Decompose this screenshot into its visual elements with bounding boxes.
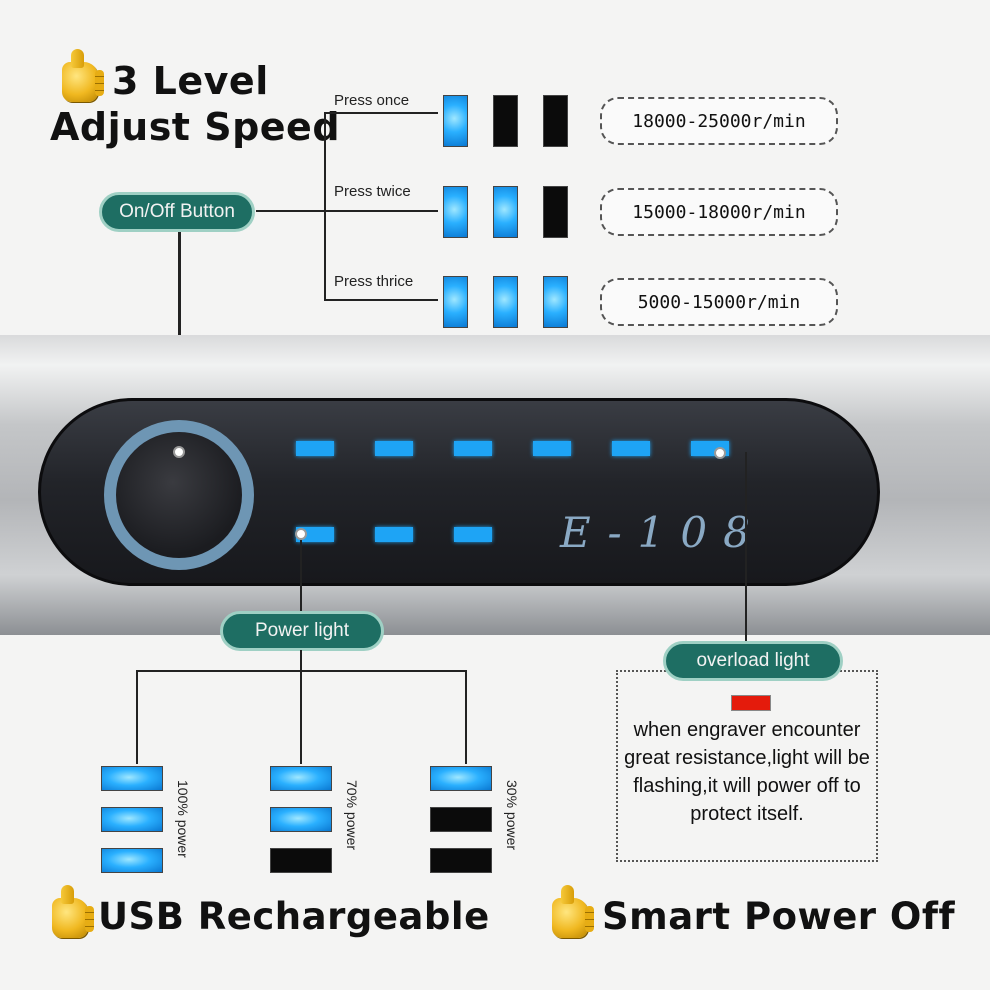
power-indicator-off: [430, 848, 492, 873]
heading-3-level: 3 Level: [112, 59, 269, 103]
power-level-label: 30% power: [504, 780, 520, 851]
power-tree-mid: [300, 670, 302, 764]
onoff-button-label: On/Off Button: [99, 192, 255, 232]
power-tree-left: [136, 670, 138, 764]
speed-indicator-off: [543, 95, 568, 147]
heading-adjust-speed: Adjust Speed: [50, 105, 341, 149]
speed-indicator-on: [493, 186, 518, 238]
panel-led-top: [296, 441, 334, 456]
speed-tree-branch-1: [324, 112, 438, 114]
overload-pointer-dot: [714, 447, 726, 459]
power-indicator-on: [270, 766, 332, 791]
speed-tree-branch-3: [324, 299, 438, 301]
speed-indicator-off: [543, 186, 568, 238]
press-label: Press once: [334, 92, 410, 109]
power-pointer-line: [300, 540, 302, 618]
onoff-connector-line: [256, 210, 326, 212]
power-tree-stem: [300, 650, 302, 672]
speed-indicator-off: [493, 95, 518, 147]
power-light-label: Power light: [220, 611, 384, 651]
onoff-pointer-dot: [173, 446, 185, 458]
speed-indicator-on: [443, 186, 468, 238]
thumbs-up-icon: [52, 885, 94, 938]
press-label: Press thrice: [334, 273, 414, 290]
overload-light-label: overload light: [663, 641, 843, 681]
speed-indicator-on: [493, 276, 518, 328]
press-label: Press twice: [334, 183, 411, 200]
model-name: E-108: [560, 508, 766, 557]
panel-led-top: [375, 441, 413, 456]
power-indicator-off: [270, 848, 332, 873]
overload-led: [731, 695, 771, 711]
speed-value: 18000-25000r/min: [600, 97, 838, 145]
speed-value: 5000-15000r/min: [600, 278, 838, 326]
power-indicator-on: [101, 807, 163, 832]
power-level-label: 70% power: [344, 780, 360, 851]
power-tree-right: [465, 670, 467, 764]
overload-description: when engraver encounter great resistance…: [624, 719, 870, 825]
panel-led-top: [454, 441, 492, 456]
thumbs-up-icon: [552, 885, 594, 938]
panel-led-top: [612, 441, 650, 456]
speed-value: 15000-18000r/min: [600, 188, 838, 236]
power-indicator-on: [101, 848, 163, 873]
overload-pointer-line: [745, 452, 747, 648]
heading-usb-rechargeable: USB Rechargeable: [98, 895, 490, 938]
power-indicator-off: [430, 807, 492, 832]
speed-tree-vertical: [324, 112, 326, 300]
power-level-label: 100% power: [175, 780, 191, 858]
power-indicator-on: [430, 766, 492, 791]
speed-tree-branch-2: [324, 210, 438, 212]
panel-led-top: [533, 441, 571, 456]
speed-indicator-on: [443, 276, 468, 328]
speed-indicator-on: [443, 95, 468, 147]
thumbs-up-icon: [62, 49, 104, 102]
onoff-button[interactable]: [104, 420, 254, 570]
speed-indicator-on: [543, 276, 568, 328]
heading-smart-power-off: Smart Power Off: [602, 895, 956, 938]
power-pointer-dot: [295, 528, 307, 540]
power-indicator-on: [270, 807, 332, 832]
power-indicator-on: [101, 766, 163, 791]
power-led: [454, 527, 492, 542]
power-led: [375, 527, 413, 542]
